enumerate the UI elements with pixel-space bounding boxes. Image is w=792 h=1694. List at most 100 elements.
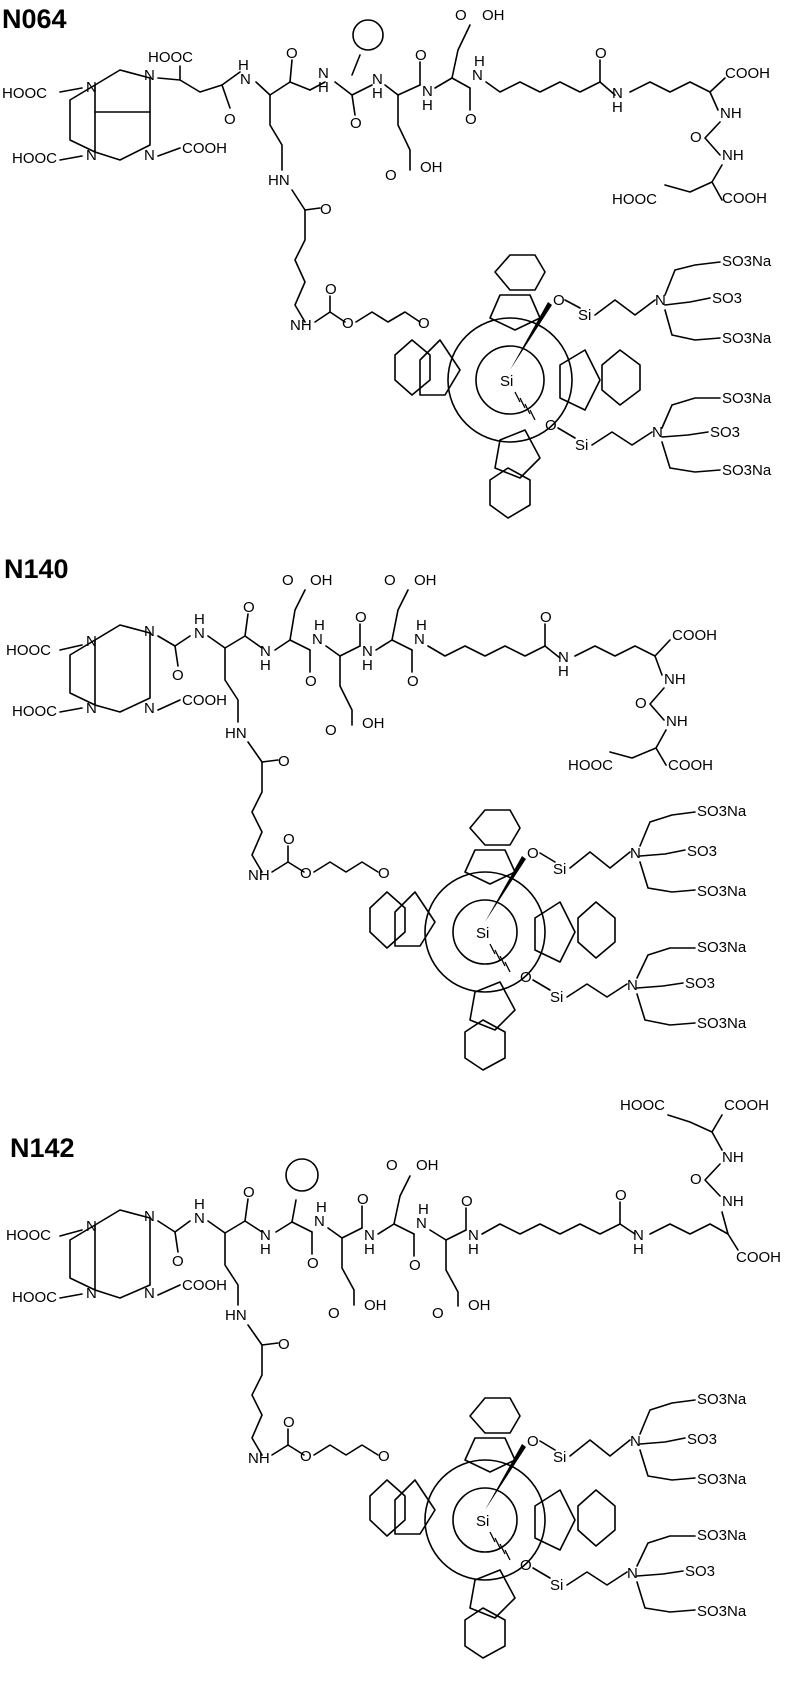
- atom-o: O: [300, 1448, 312, 1465]
- benzene-ring: [352, 19, 384, 51]
- atom-o: O: [461, 1193, 473, 1210]
- isoindole-right: [559, 349, 601, 411]
- benzo-ring: [577, 901, 616, 959]
- label-nh: NH: [666, 713, 688, 730]
- atom-n: N: [416, 1215, 427, 1232]
- label-nh: NH: [722, 1149, 744, 1166]
- atom-o: O: [378, 1448, 390, 1465]
- isoindole-bottom: [469, 981, 516, 1031]
- atom-si: Si: [553, 1449, 566, 1466]
- atom-n: N: [194, 625, 205, 642]
- atom-o: O: [455, 7, 467, 24]
- atom-o: O: [615, 1187, 627, 1204]
- label-nh: NH: [720, 105, 742, 122]
- atom-n: N: [472, 67, 483, 84]
- label-nh: H: [238, 57, 249, 74]
- atom-n: N: [612, 85, 623, 102]
- atom-o: O: [282, 572, 294, 589]
- atom-n: N: [144, 67, 155, 84]
- atom-n: N: [144, 1208, 155, 1225]
- atom-n: N: [260, 643, 271, 660]
- atom-n: N: [86, 633, 97, 650]
- label-so3na: SO3Na: [697, 939, 747, 956]
- atom-o: O: [690, 129, 702, 146]
- atom-o: O: [278, 1336, 290, 1353]
- isoindole-bottom: [494, 429, 541, 479]
- isoindole-top: [464, 849, 516, 885]
- atom-n: N: [144, 700, 155, 717]
- label-oh: OH: [310, 572, 333, 589]
- atom-n: N: [633, 1227, 644, 1244]
- label-so3: SO3: [712, 290, 742, 307]
- label-so3na: SO3Na: [722, 462, 772, 479]
- atom-n-plus: N: [627, 977, 638, 994]
- atom-o: O: [409, 1257, 421, 1274]
- label-cooh: COOH: [722, 190, 767, 207]
- isoindole-top: [489, 294, 541, 331]
- structure-n064: N N N N HOOC HOOC COOH HOOC O H N O HN O…: [2, 7, 772, 519]
- atom-o: O: [286, 45, 298, 62]
- atom-n: N: [414, 631, 425, 648]
- label-nh: NH: [248, 1450, 270, 1467]
- isoindole-right: [534, 901, 576, 963]
- label-so3na: SO3Na: [697, 803, 747, 820]
- atom-o: O: [243, 1184, 255, 1201]
- label-so3: SO3: [710, 424, 740, 441]
- label-cooh: COOH: [182, 692, 227, 709]
- atom-si: Si: [553, 861, 566, 878]
- label-h: H: [260, 657, 271, 674]
- label-so3na: SO3Na: [722, 330, 772, 347]
- atom-o: O: [385, 167, 397, 184]
- atom-n-plus: N: [652, 424, 663, 441]
- label-hn: HN: [268, 172, 290, 189]
- isoindole-left: [419, 339, 461, 396]
- atom-o: O: [224, 111, 236, 128]
- atom-o: O: [325, 281, 337, 298]
- atom-o: O: [243, 599, 255, 616]
- atom-n: N: [144, 147, 155, 164]
- structure-n142: N N N N HOOC HOOC COOH O N H O HN O NH O…: [6, 1097, 781, 1659]
- benzo-ring: [464, 1019, 506, 1071]
- atom-si: Si: [476, 1513, 489, 1530]
- atom-o: O: [527, 845, 539, 862]
- label-hooc: HOOC: [12, 703, 57, 720]
- atom-o: O: [355, 609, 367, 626]
- label-so3: SO3: [687, 843, 717, 860]
- atom-n: N: [86, 700, 97, 717]
- label-h: H: [194, 1196, 205, 1213]
- label-cooh: COOH: [736, 1249, 781, 1266]
- benzo-ring: [369, 1479, 406, 1537]
- label-hooc: HOOC: [6, 642, 51, 659]
- atom-o: O: [432, 1305, 444, 1322]
- label-so3na: SO3Na: [697, 1015, 747, 1032]
- atom-o: O: [350, 115, 362, 132]
- label-cooh: COOH: [724, 1097, 769, 1114]
- label-so3na: SO3Na: [697, 1603, 747, 1620]
- atom-si: Si: [578, 307, 591, 324]
- label-oh: OH: [364, 1297, 387, 1314]
- label-hooc: HOOC: [612, 191, 657, 208]
- atom-n-plus: N: [630, 1433, 641, 1450]
- label-so3na: SO3Na: [697, 1391, 747, 1408]
- atom-n: N: [86, 1285, 97, 1302]
- isoindole-right: [534, 1489, 576, 1551]
- label-hooc: HOOC: [6, 1227, 51, 1244]
- atom-o: O: [320, 201, 332, 218]
- phthalocyanine-core: Si: [369, 809, 616, 1071]
- label-nh: NH: [664, 671, 686, 688]
- atom-n: N: [144, 1285, 155, 1302]
- atom-o: O: [527, 1433, 539, 1450]
- structure-n140: N N N N HOOC HOOC COOH O N H O HN O NH O…: [6, 572, 747, 1071]
- benzo-ring: [601, 349, 641, 406]
- label-cooh: COOH: [182, 140, 227, 157]
- label-oh: OH: [414, 572, 437, 589]
- atom-o: O: [342, 315, 354, 332]
- atom-n: N: [558, 649, 569, 666]
- atom-o: O: [520, 1557, 532, 1574]
- atom-o: O: [172, 1253, 184, 1270]
- atom-si: Si: [550, 1577, 563, 1594]
- label-hooc: HOOC: [620, 1097, 665, 1114]
- label-so3na: SO3Na: [697, 1527, 747, 1544]
- isoindole-bottom: [469, 1569, 516, 1619]
- atom-o: O: [386, 1157, 398, 1174]
